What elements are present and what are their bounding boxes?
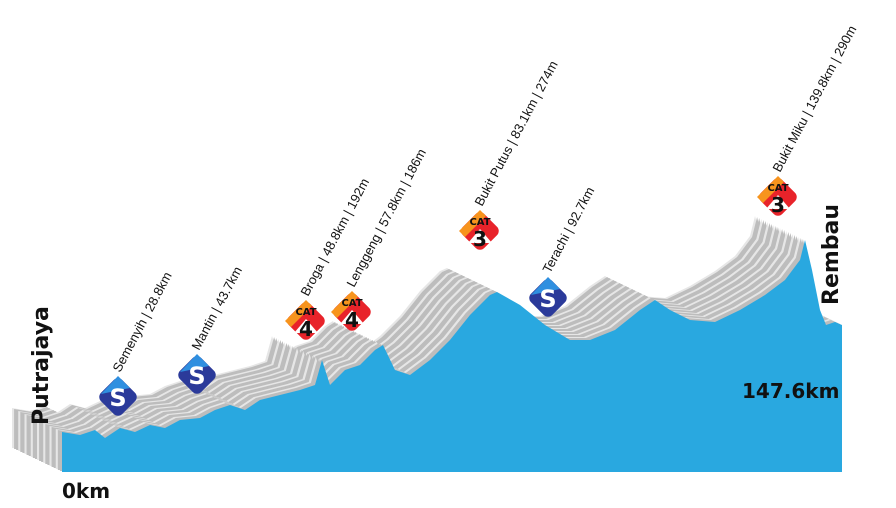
marker-label: Terachi | 92.7km	[539, 184, 597, 275]
marker-label: Bukit Miku | 139.8km | 290m	[769, 23, 859, 174]
finish-name: Rembau	[819, 204, 844, 305]
sprint-letter: S	[539, 285, 556, 313]
sprint-badge: S	[178, 354, 216, 394]
cat-number: 3	[473, 227, 487, 251]
marker-label: Bukit Putus | 83.1km | 274m	[471, 58, 560, 208]
cat-number: 3	[771, 193, 785, 217]
cat-text: CAT	[767, 183, 788, 194]
start-name: Putrajaya	[29, 306, 54, 425]
sprint-letter: S	[188, 362, 205, 390]
start-km: 0km	[62, 479, 110, 503]
marker-label: Lenggeng | 57.8km | 186m	[343, 146, 429, 289]
cat-text: CAT	[341, 298, 362, 309]
marker-label: Semenyih | 28.8km	[109, 269, 174, 374]
sprint-badge: S	[99, 376, 137, 416]
cat-text: CAT	[295, 307, 316, 318]
profile-front-face	[62, 240, 842, 472]
sprint-letter: S	[109, 384, 126, 412]
cat-number: 4	[299, 317, 313, 341]
finish-km: 147.6km	[742, 379, 839, 403]
cat-number: 4	[345, 308, 359, 332]
sprint-badge: S	[529, 277, 567, 317]
cat-text: CAT	[469, 217, 490, 228]
marker-label: Mantin | 43.7km	[188, 264, 245, 353]
